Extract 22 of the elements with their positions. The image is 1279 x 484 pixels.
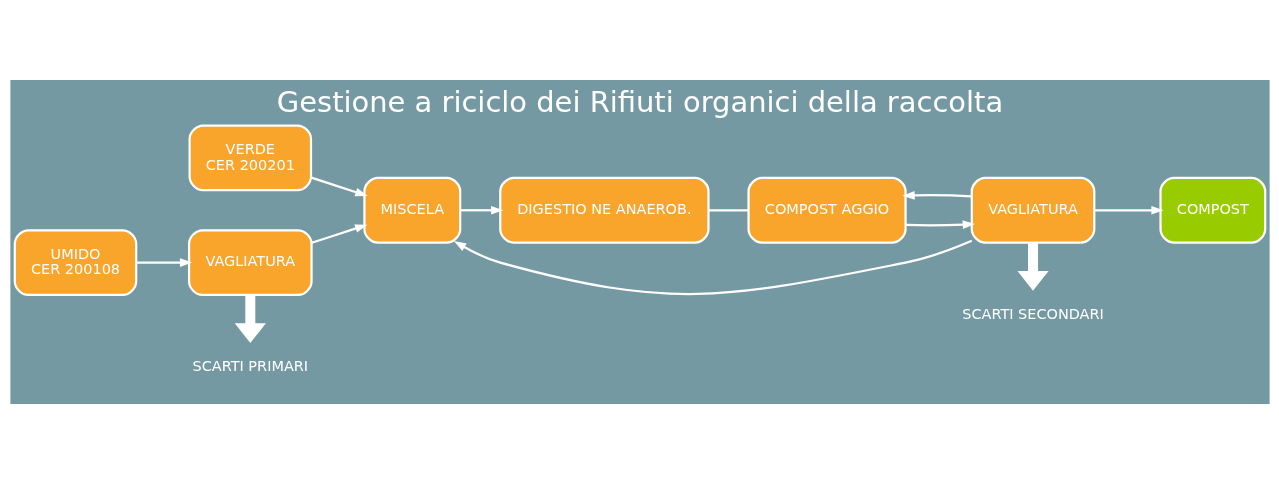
node-box: UMIDO CER 200108 bbox=[13, 229, 137, 296]
arrow bbox=[136, 258, 192, 267]
node-box: COMPOST AGGIO bbox=[746, 176, 907, 244]
arrow bbox=[1016, 242, 1049, 291]
arrow bbox=[905, 220, 975, 229]
node-text: SCARTI PRIMARI bbox=[191, 358, 308, 375]
arrow bbox=[901, 191, 972, 200]
node-text: SCARTI SECONDARI bbox=[961, 305, 1104, 322]
arrow bbox=[310, 224, 367, 244]
arrow bbox=[234, 295, 266, 344]
node-box: COMPOST bbox=[1158, 176, 1266, 244]
arrow bbox=[459, 205, 503, 215]
node-box: VAGLIATURA bbox=[187, 229, 313, 296]
node-box: MISCELA bbox=[362, 176, 461, 244]
node-box: VERDE CER 200201 bbox=[188, 124, 312, 192]
node-box: VAGLIATURA bbox=[970, 176, 1095, 244]
diagram-title: Gestione a riciclo dei Rifiuti organici della raccolta bbox=[276, 85, 1003, 120]
arrow bbox=[1094, 205, 1164, 215]
connector bbox=[708, 209, 748, 212]
arrow bbox=[310, 176, 368, 197]
node-box: DIGESTIO NE ANAEROB. bbox=[498, 176, 710, 244]
arrow bbox=[453, 239, 972, 295]
